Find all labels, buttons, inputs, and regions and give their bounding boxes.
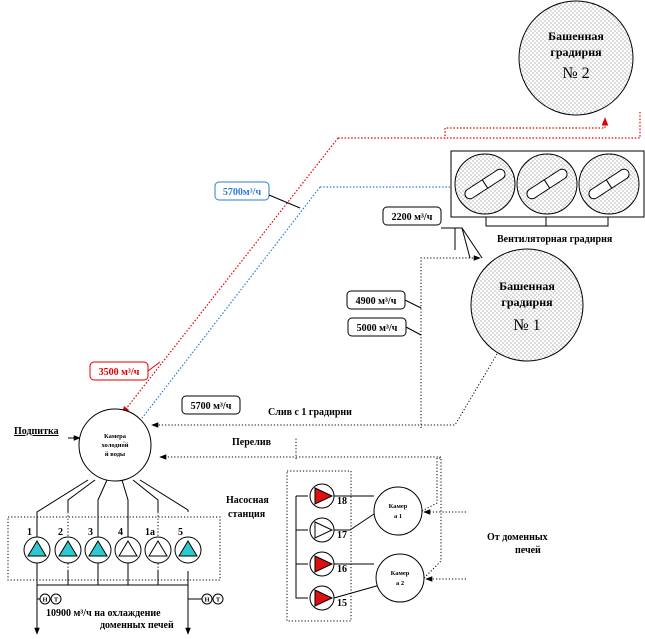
svg-text:2: 2 xyxy=(58,527,63,538)
svg-text:3500 м³/ч: 3500 м³/ч xyxy=(99,367,140,378)
svg-text:17: 17 xyxy=(337,530,347,541)
pump-4: 4 xyxy=(114,527,142,564)
from-furnaces-label-2: печей xyxy=(515,545,541,556)
svg-text:Н: Н xyxy=(42,597,47,604)
svg-text:3: 3 xyxy=(88,527,93,538)
pump-station-label-1: Насосная xyxy=(226,495,269,506)
svg-text:Н: Н xyxy=(204,597,209,604)
flow-2200: 2200 м³/ч xyxy=(382,206,442,226)
flow-5000: 5000 м³/ч xyxy=(347,317,422,337)
bottom-label-line2: доменных печей xyxy=(100,620,174,631)
chamber-2-line1: Камер xyxy=(391,570,410,577)
svg-text:Т: Т xyxy=(54,597,59,604)
tower-2-circle xyxy=(518,0,634,116)
tower-1-drain-line xyxy=(160,353,498,426)
drain-label: Слив с 1 градирни xyxy=(268,407,352,418)
flow-5700-mid: 5700 м³/ч xyxy=(181,395,241,415)
tower-1-number: № 1 xyxy=(513,317,540,334)
fan-1-icon xyxy=(454,153,516,215)
tower-2-number: № 2 xyxy=(562,65,589,82)
svg-text:16: 16 xyxy=(337,564,347,575)
pump-17: 17 xyxy=(309,517,347,543)
pump-1a: 1а xyxy=(144,527,172,564)
svg-text:5: 5 xyxy=(178,527,183,538)
chamber-1-line2: а 1 xyxy=(394,513,402,520)
tower-1-title-line1: Башенная xyxy=(499,279,555,293)
tower-2-title-line1: Башенная xyxy=(548,29,604,43)
tower-2: Башенная градирня № 2 xyxy=(518,0,634,116)
svg-text:4900 м³/ч: 4900 м³/ч xyxy=(356,296,397,307)
pump-16: 16 xyxy=(309,551,347,577)
meter-right: Н Т xyxy=(188,593,224,605)
tower-1-title-line2: градирня xyxy=(501,295,553,309)
from-furnaces-label-1: От доменных xyxy=(487,532,548,543)
svg-text:5700 м³/ч: 5700 м³/ч xyxy=(191,401,232,412)
tower-1: Башенная градирня № 1 xyxy=(470,248,584,362)
bottom-label-line1: 10900 м³/ч на охлаждение xyxy=(46,608,161,619)
svg-text:Т: Т xyxy=(216,597,221,604)
makeup-label: Подпитка xyxy=(14,426,59,437)
flow-4900: 4900 м³/ч xyxy=(346,290,422,310)
bottom-collector xyxy=(36,571,189,586)
supply-riser xyxy=(420,255,481,428)
fan-2-icon xyxy=(516,153,578,215)
fan-3-icon xyxy=(578,153,640,215)
svg-text:18: 18 xyxy=(337,496,347,507)
red-flow-right-branch xyxy=(445,112,641,139)
flow-3500: 3500 м³/ч xyxy=(89,361,161,381)
blue-flow-to-cold-chamber xyxy=(135,186,321,427)
fan-tower: Вентиляторная градирня xyxy=(450,150,645,245)
cold-chamber-line2: холодно́й xyxy=(102,441,129,449)
cold-chamber: Камера холодно́й й воды xyxy=(78,408,152,482)
bottom-pump-group: 1 2 3 4 1а 5 xyxy=(7,479,221,635)
fan-tower-bracket xyxy=(485,217,609,227)
pump-15: 15 xyxy=(309,585,347,611)
svg-text:1а: 1а xyxy=(145,527,155,538)
chamber-1: Камер а 1 xyxy=(373,486,423,536)
svg-text:5700м³/ч: 5700м³/ч xyxy=(223,187,262,198)
red-flow-to-tower-2 xyxy=(338,117,609,139)
pump-5: 5 xyxy=(174,527,202,564)
cold-chamber-line3: й воды xyxy=(105,451,125,458)
overflow-label: Перелив xyxy=(232,437,272,448)
pump-1: 1 xyxy=(23,527,51,564)
chamber-1-to-tower-line xyxy=(421,457,441,512)
pump-3: 3 xyxy=(84,527,112,564)
fan-tower-to-tower-1-pipe xyxy=(441,227,483,259)
meter-left: Н Т xyxy=(37,593,62,605)
fan-tower-label: Вентиляторная градирня xyxy=(497,234,613,245)
svg-text:4: 4 xyxy=(118,527,123,538)
svg-text:5000 м³/ч: 5000 м³/ч xyxy=(357,323,398,334)
pump-station-label-2: станция xyxy=(228,509,266,520)
svg-text:2200 м³/ч: 2200 м³/ч xyxy=(392,212,433,223)
pump-station: Насосная станция 18 17 16 15 xyxy=(226,470,381,622)
tower-2-title-line2: градирня xyxy=(550,45,602,59)
chamber-1-line1: Камер xyxy=(389,503,408,510)
chamber-2-to-tower-line xyxy=(423,458,442,579)
pump-18: 18 xyxy=(309,483,347,509)
tower-1-circle xyxy=(470,248,584,362)
svg-text:1: 1 xyxy=(27,527,32,538)
chamber-2: Камер а 2 xyxy=(375,553,425,603)
pump-station-collector xyxy=(295,495,308,599)
pump-2: 2 xyxy=(54,527,82,564)
flow-5700-top: 5700м³/ч xyxy=(214,181,301,209)
cold-chamber-line1: Камера xyxy=(104,433,127,440)
pump-station-suction xyxy=(333,495,381,599)
chamber-2-line2: а 2 xyxy=(396,580,404,587)
svg-text:15: 15 xyxy=(337,598,347,609)
red-flow-to-cold-chamber xyxy=(121,137,339,415)
